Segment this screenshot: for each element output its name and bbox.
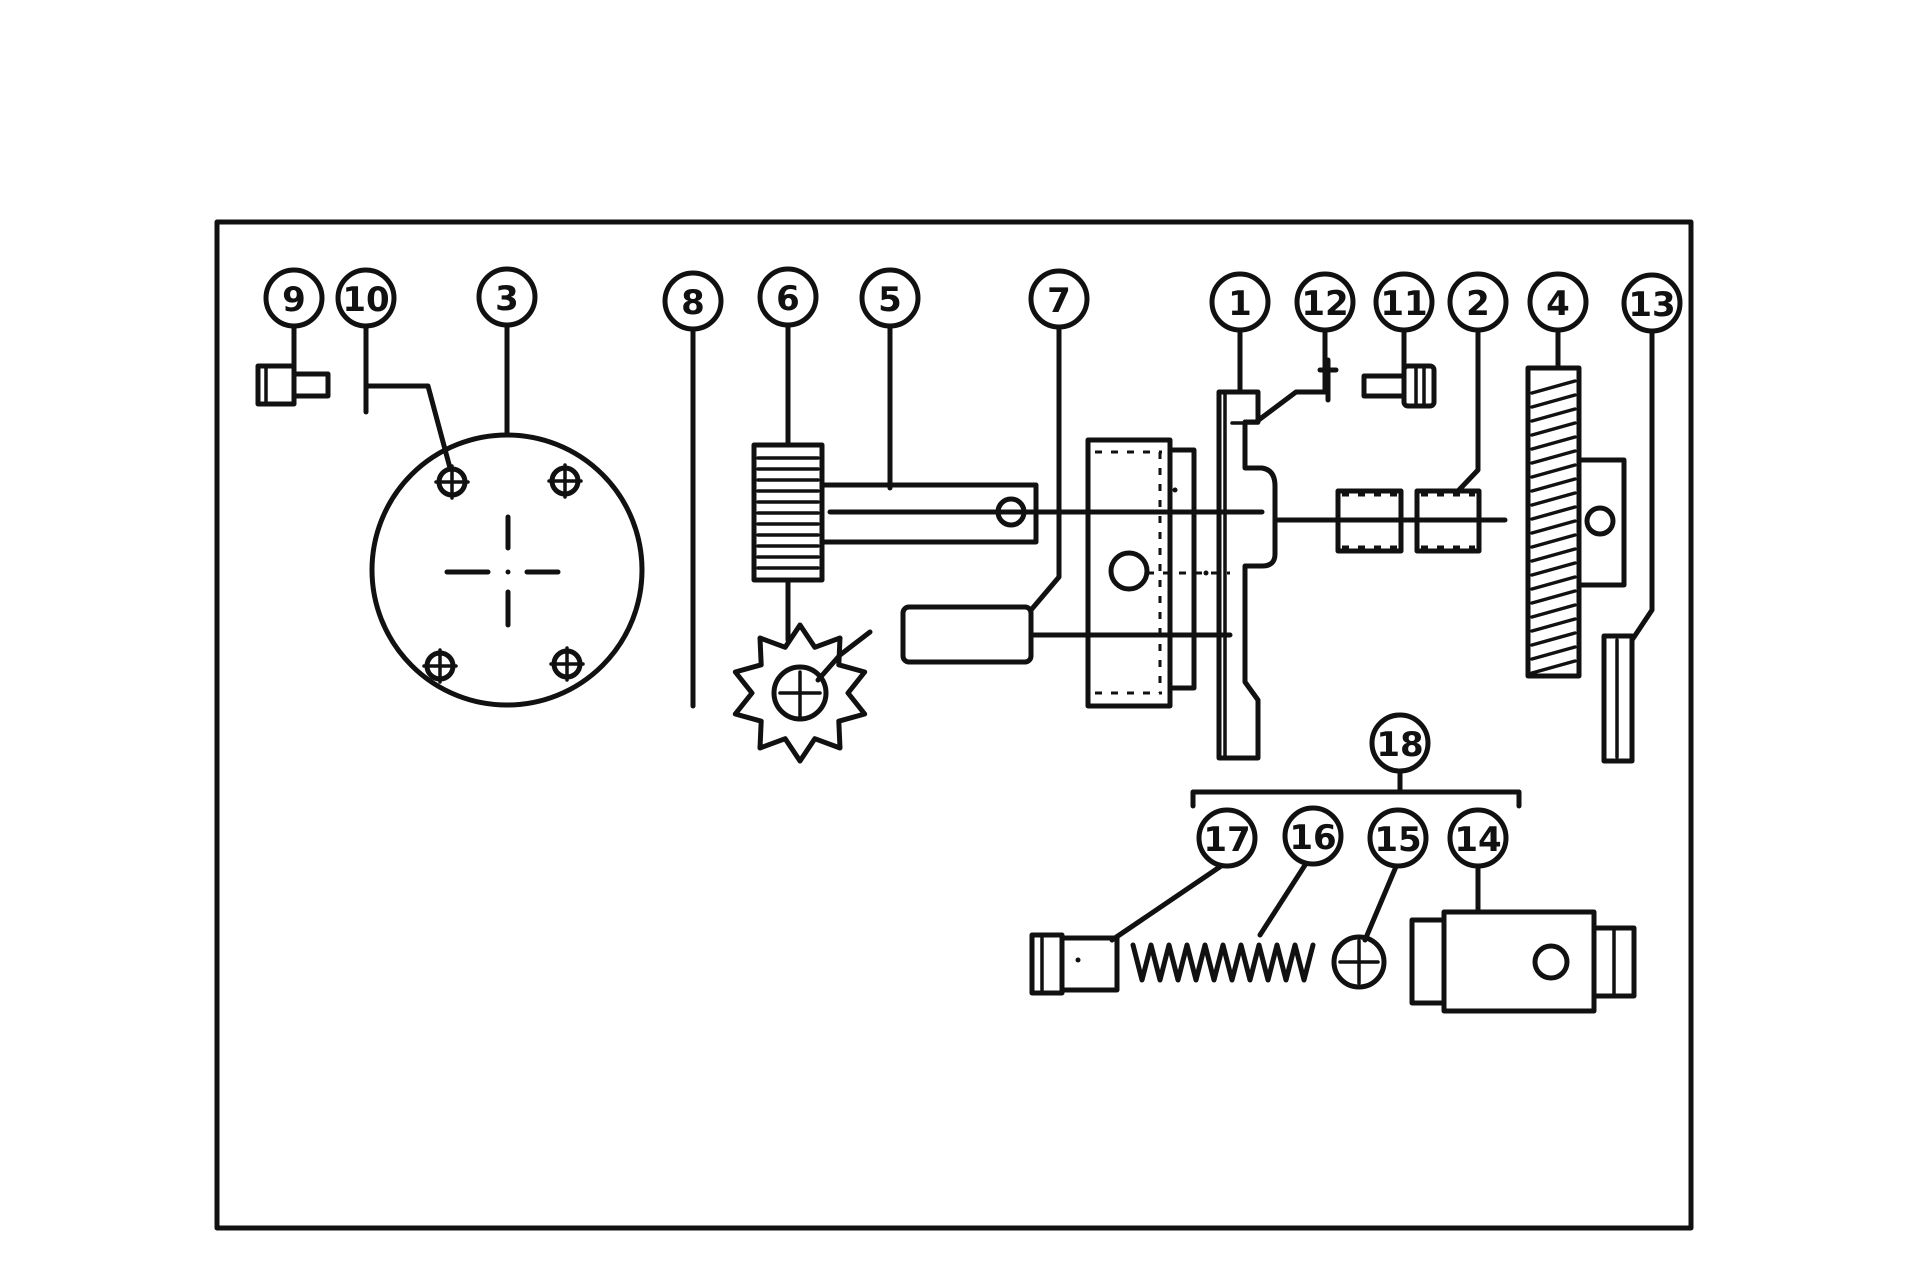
svg-text:11: 11: [1380, 284, 1427, 324]
svg-text:15: 15: [1374, 820, 1421, 860]
svg-text:7: 7: [1047, 281, 1071, 321]
part-18-bracket: [1190, 769, 1522, 809]
part-4-worm-gear: [1525, 365, 1627, 679]
callout-4: 4: [1527, 271, 1589, 333]
callout-5: 5: [859, 267, 921, 329]
part-7-pin: [900, 604, 1233, 665]
callout-18: 18: [1369, 712, 1431, 774]
callout-10: 10: [335, 267, 397, 329]
callout-13: 13: [1621, 272, 1683, 334]
svg-text:4: 4: [1546, 284, 1570, 324]
svg-text:18: 18: [1376, 725, 1423, 765]
callout-15: 15: [1367, 807, 1429, 869]
svg-text:14: 14: [1454, 820, 1501, 860]
svg-text:8: 8: [681, 283, 705, 323]
callout-17: 17: [1196, 807, 1258, 869]
part-1-bracket: [1027, 389, 1278, 761]
svg-text:1: 1: [1228, 284, 1252, 324]
callout-14: 14: [1447, 807, 1509, 869]
callout-8: 8: [662, 270, 724, 332]
part-11-screw: [1361, 363, 1437, 409]
callout-6: 6: [757, 266, 819, 328]
part-3-cover-plate: [369, 432, 645, 708]
svg-text:2: 2: [1466, 284, 1490, 324]
callout-3: 3: [476, 266, 538, 328]
svg-text:16: 16: [1289, 818, 1336, 858]
callout-1: 1: [1209, 271, 1271, 333]
part-6-sprocket-lower: [732, 577, 868, 764]
part-6-gear-upper: [751, 442, 825, 583]
part-13-key: [1601, 633, 1635, 764]
part-2-bushings: [1273, 488, 1508, 554]
svg-text:6: 6: [776, 279, 800, 319]
leader-lines: [291, 293, 1655, 943]
part-14-detent-housing: [1409, 909, 1637, 1014]
svg-text:13: 13: [1628, 285, 1675, 325]
diagram-frame: [214, 219, 1694, 1231]
housing-block: [1085, 437, 1230, 709]
svg-text:3: 3: [495, 279, 519, 319]
part-15-ball: [1331, 934, 1387, 990]
callout-7: 7: [1028, 268, 1090, 330]
svg-text:10: 10: [342, 280, 389, 320]
part-9-bolt: [255, 363, 331, 407]
callout-9: 9: [263, 267, 325, 329]
svg-text:12: 12: [1301, 284, 1348, 324]
callout-16: 16: [1282, 805, 1344, 867]
callout-2: 2: [1447, 271, 1509, 333]
part-17-plug: [1029, 932, 1120, 996]
svg-text:17: 17: [1203, 820, 1250, 860]
svg-text:9: 9: [282, 280, 306, 320]
callout-12: 12: [1294, 271, 1356, 333]
callout-11: 11: [1373, 271, 1435, 333]
svg-text:5: 5: [878, 280, 902, 320]
part-16-spring: [1130, 942, 1316, 983]
